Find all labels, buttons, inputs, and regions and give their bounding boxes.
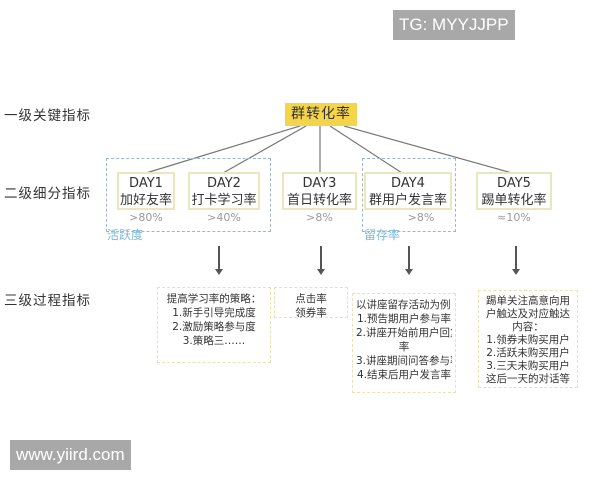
process-line: 领券率 — [295, 307, 327, 319]
process-line: 这后一天的对话等 — [486, 373, 570, 385]
process-line: 点击率 — [295, 293, 327, 305]
watermark-top-right: TG: MYYJJPP — [393, 10, 515, 40]
level1-label: 一级关键指标 — [4, 108, 91, 124]
metric-day4: DAY4 群用户发言率 — [364, 172, 452, 210]
metric-day1: DAY1 加好友率 — [117, 172, 175, 210]
metric-day3: DAY3 首日转化率 — [282, 172, 357, 210]
level3-label: 三级过程指标 — [4, 293, 91, 309]
arrow-down-icon — [512, 246, 519, 275]
process-line: 1.预告期用户参与率 — [356, 313, 452, 325]
metric-target: >80% — [129, 211, 163, 224]
arrow-down-icon — [317, 246, 324, 275]
metric-target: ≈10% — [497, 211, 531, 224]
metric-name: 加好友率 — [119, 193, 172, 208]
metric-day-label: DAY5 — [497, 176, 531, 191]
process-box-followup: 踢单关注高意向用 户触达及对应触达 内容： 1.领券未购买用户 2.活跃未购买用… — [478, 290, 578, 388]
arrow-down-icon — [405, 246, 412, 275]
metric-name: 踢单转化率 — [481, 193, 547, 208]
group-activity — [106, 158, 271, 232]
process-box-learning: 提高学习率的策略： 1.新手引导完成度 2.激励策略参与度 3.策略三…… — [157, 287, 271, 363]
process-box-retention: 以讲座留存活动为例： 1.预告期用户参与率 2.讲座开始前用户回复 率 3.讲座… — [352, 293, 456, 393]
process-line: 2.激励策略参与度 — [172, 321, 256, 333]
root-metric: 群转化率 — [285, 103, 357, 126]
process-line: 踢单关注高意向用 — [486, 295, 570, 307]
level2-label: 二级细分指标 — [4, 186, 91, 202]
metric-day2: DAY2 打卡学习率 — [188, 172, 260, 210]
metric-day5: DAY5 踢单转化率 — [476, 172, 552, 210]
process-line: 以讲座留存活动为例： — [356, 299, 452, 311]
process-line: 提高学习率的策略： — [166, 293, 262, 305]
metric-name: 打卡学习率 — [191, 193, 257, 208]
process-line: 率 — [398, 341, 410, 353]
watermark-bottom-left: www.yiird.com — [10, 440, 131, 470]
metric-name: 首日转化率 — [286, 193, 352, 208]
group-activity-label: 活跃度 — [107, 228, 144, 242]
metric-day-label: DAY3 — [302, 176, 337, 191]
process-line: 户触达及对应触达 — [486, 308, 570, 320]
process-line: 内容： — [512, 321, 544, 333]
process-line: 1.领券未购买用户 — [486, 334, 570, 346]
process-line: 3.讲座期间问答参与率 — [356, 355, 452, 367]
metric-day-label: DAY2 — [207, 176, 241, 191]
process-line: 3.三天未购买用户 — [486, 360, 570, 372]
metric-target: >8% — [306, 211, 333, 224]
metric-name: 群用户发言率 — [368, 193, 447, 208]
process-line: 2.讲座开始前用户回复 — [356, 327, 452, 339]
process-box-conversion: 点击率 领券率 — [274, 287, 348, 319]
process-line: 4.结束后用户发言率 — [356, 369, 452, 381]
process-line: 3.策略三…… — [182, 335, 246, 347]
process-line: 1.新手引导完成度 — [172, 307, 256, 319]
arrow-down-icon — [215, 246, 222, 275]
metric-day-label: DAY1 — [129, 176, 163, 191]
process-line: 2.活跃未购买用户 — [486, 347, 570, 359]
metric-day-label: DAY4 — [391, 176, 425, 191]
metric-target: >8% — [407, 211, 435, 224]
group-retention-label: 留存率 — [364, 228, 401, 242]
group-retention — [362, 158, 456, 232]
metric-target: >40% — [207, 211, 241, 224]
